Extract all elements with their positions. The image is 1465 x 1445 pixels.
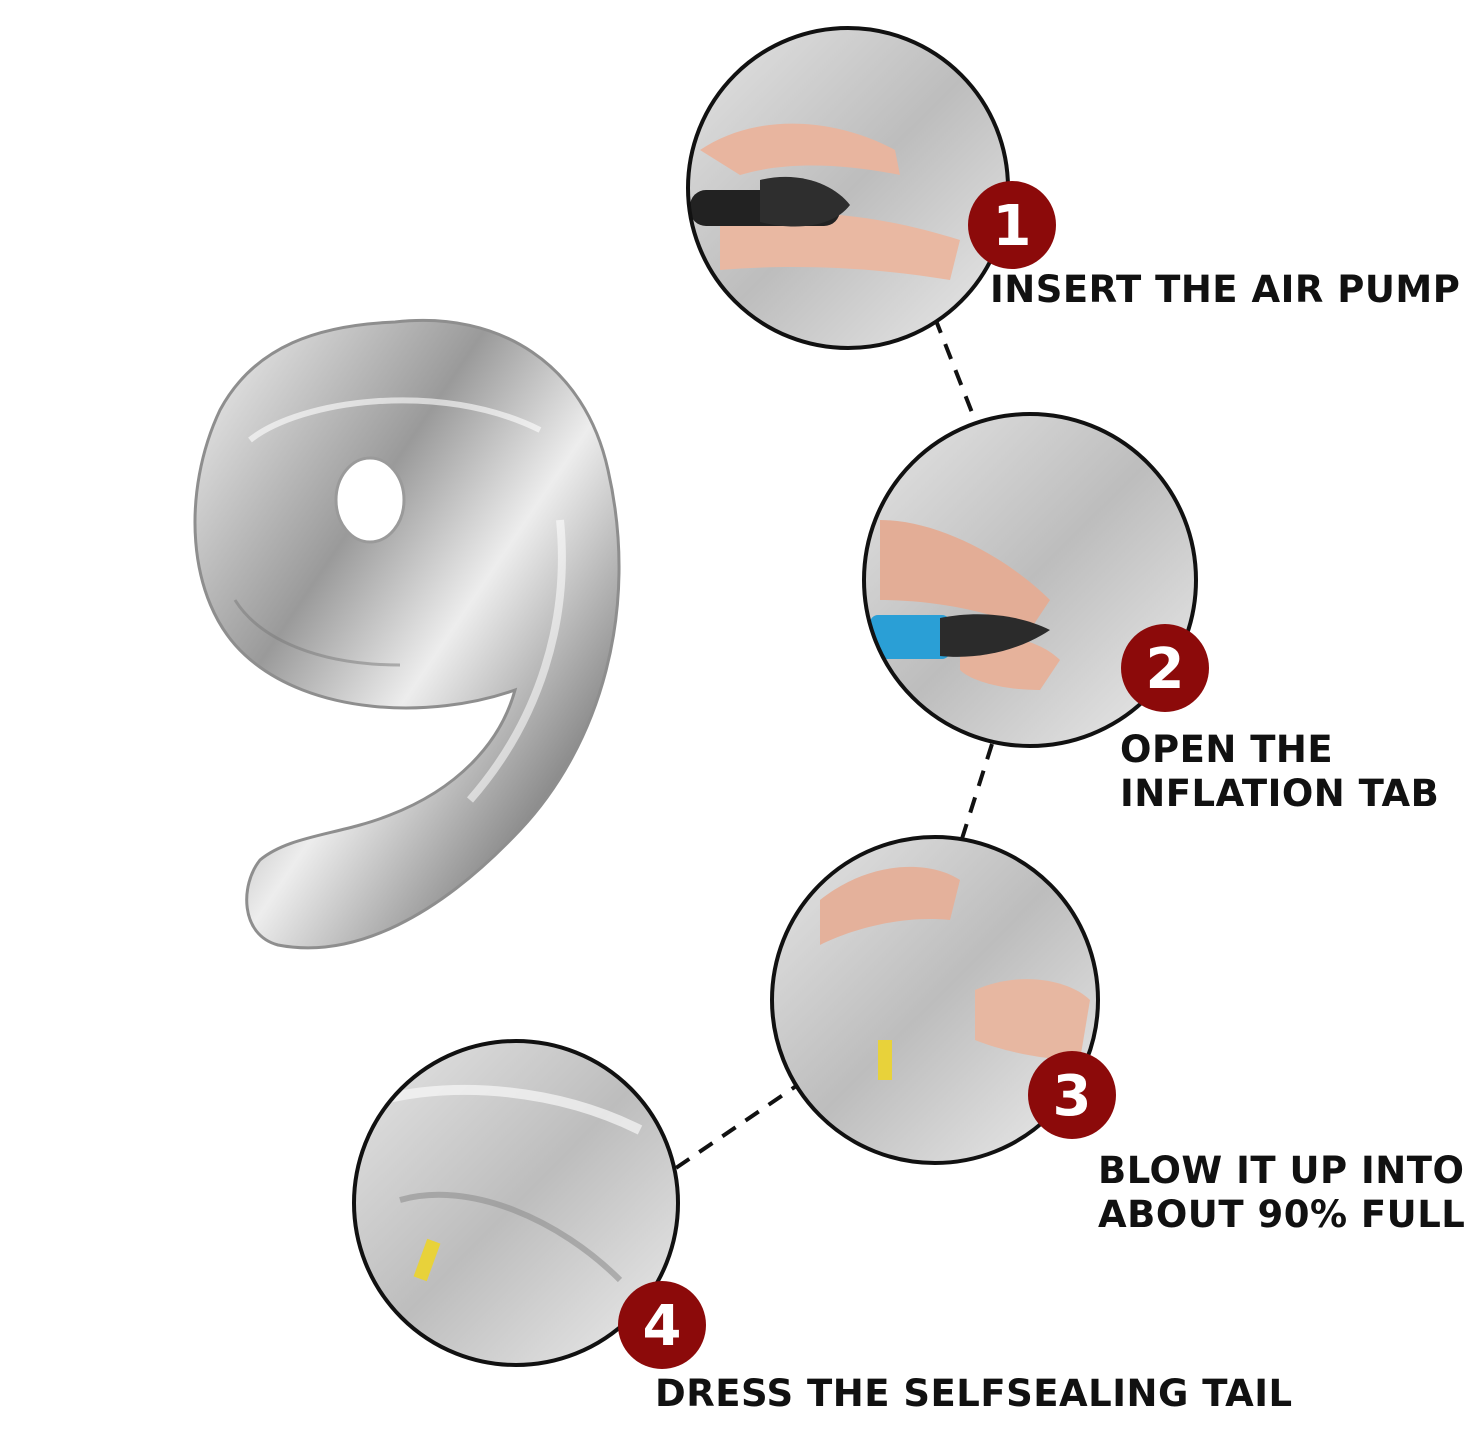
step-4-number: 4: [643, 1294, 682, 1359]
step-2-badge: 2: [1121, 624, 1209, 712]
step-4-badge: 4: [618, 1281, 706, 1369]
step-3-number: 3: [1053, 1064, 1092, 1129]
step-2-caption: OPEN THE INFLATION TAB: [1120, 728, 1439, 816]
connector-3-4: [668, 1078, 807, 1174]
step-1-caption: INSERT THE AIR PUMP: [990, 268, 1460, 312]
step-3-badge: 3: [1028, 1051, 1116, 1139]
step-4-caption-line-1: DRESS THE SELFSEALING TAIL: [655, 1372, 1293, 1415]
step-3-caption: BLOW IT UP INTO ABOUT 90% FULL: [1098, 1149, 1465, 1237]
step-connectors: [668, 317, 994, 1174]
step-2-number: 2: [1146, 637, 1185, 702]
step-1-photo: [686, 26, 1010, 350]
step-1-number: 1: [993, 194, 1032, 259]
step-3-caption-line-2: ABOUT 90% FULL: [1098, 1193, 1465, 1236]
step-3-caption-line-1: BLOW IT UP INTO: [1098, 1149, 1465, 1192]
connector-2-3: [958, 743, 994, 846]
step-1-badge: 1: [968, 181, 1056, 269]
foil-number-balloon: [193, 318, 621, 950]
step-2-caption-line-1: OPEN THE: [1120, 728, 1334, 771]
step-1-caption-line-1: INSERT THE AIR PUMP: [990, 268, 1461, 311]
step-4-caption: DRESS THE SELFSEALING TAIL: [655, 1372, 1293, 1416]
step-2-caption-line-2: INFLATION TAB: [1120, 772, 1440, 815]
connector-1-2: [933, 317, 984, 439]
